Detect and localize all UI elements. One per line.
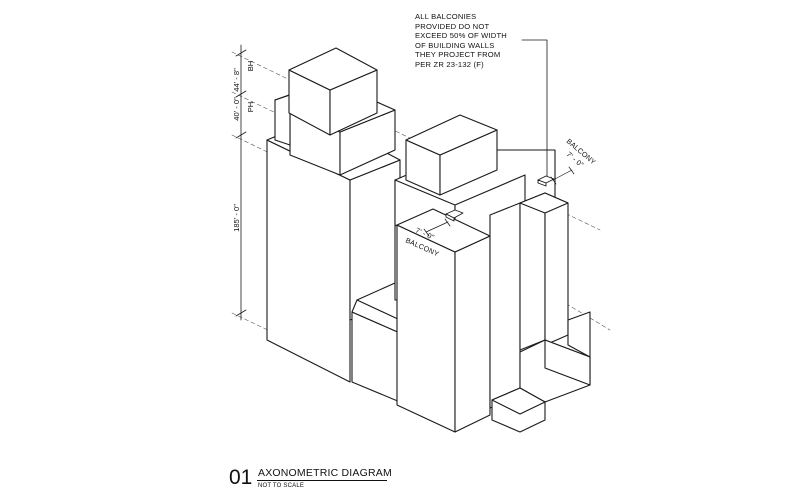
note-leader xyxy=(521,39,548,177)
balcony-note: ALL BALCONIES PROVIDED DO NOT EXCEED 50%… xyxy=(415,12,545,70)
right-tower-front xyxy=(396,208,491,433)
drawing-number: 01 xyxy=(229,466,253,489)
left-bulkhead xyxy=(288,47,378,136)
balcony-dimension-right xyxy=(550,166,575,185)
balcony-right xyxy=(537,175,555,187)
bulkhead-label: BH xyxy=(246,61,255,72)
right-wing xyxy=(489,192,569,409)
note-line: PROVIDED DO NOT xyxy=(415,21,490,31)
note-line: PER ZR 23-132 (F) xyxy=(415,59,484,69)
podium xyxy=(351,282,401,403)
balcony-dimension-left xyxy=(423,218,451,237)
penthouse-height: 40' - 0" xyxy=(232,97,241,121)
drawing-title: AXONOMETRIC DIAGRAM xyxy=(258,467,392,479)
balcony-left xyxy=(445,209,464,222)
note-line: ALL BALCONIES xyxy=(415,12,477,21)
note-line: OF BUILDING WALLS xyxy=(415,40,495,50)
note-line: THEY PROJECT FROM xyxy=(415,50,501,60)
right-penthouse xyxy=(405,114,498,196)
title-underline xyxy=(257,480,387,481)
bulkhead-height: 44' - 8" xyxy=(232,68,241,92)
penthouse-label: PH xyxy=(246,102,255,113)
note-line: EXCEED 50% OF WIDTH xyxy=(415,31,507,41)
drawing-scale: NOT TO SCALE xyxy=(258,483,305,489)
height-dimension xyxy=(235,44,247,321)
main-height: 185' - 0" xyxy=(232,204,241,232)
right-base xyxy=(491,311,591,433)
